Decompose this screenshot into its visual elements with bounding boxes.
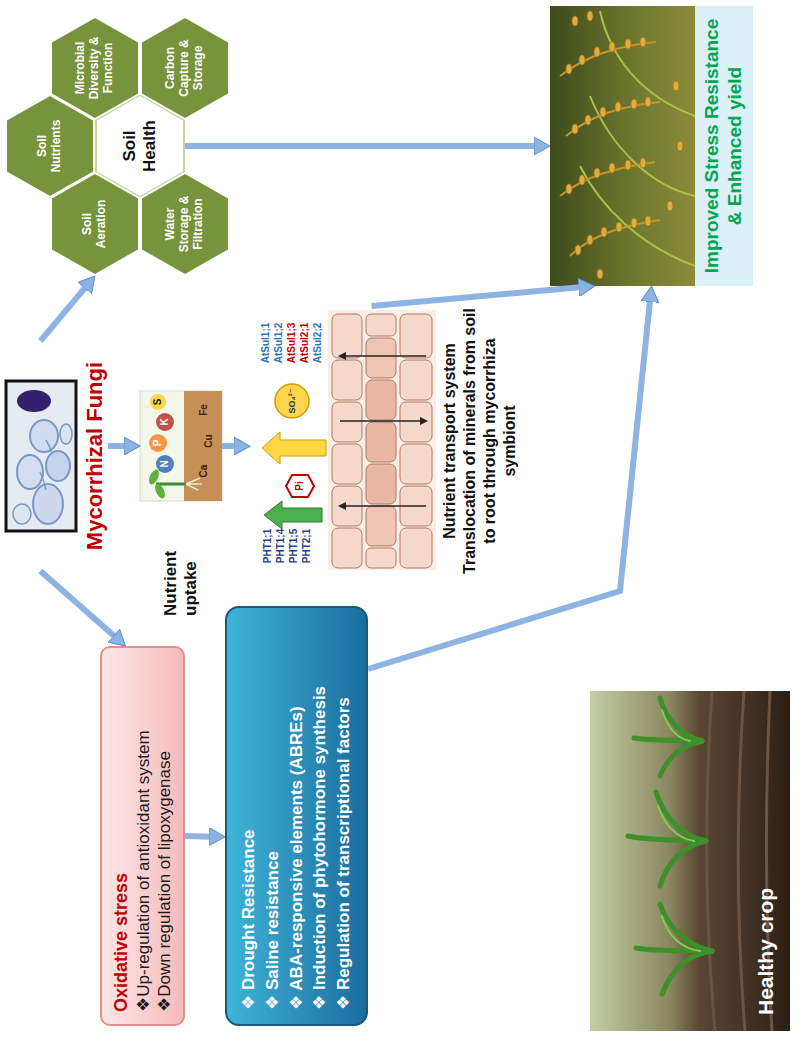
flow-arrow xyxy=(185,143,538,149)
node-text: Microbial Diversity & Function xyxy=(74,35,115,101)
flow-arrow xyxy=(222,443,238,449)
node-text: Mycorrhizal Fungi xyxy=(82,341,108,571)
soil-factor-hexagon: Microbial Diversity & Function xyxy=(50,16,140,120)
node-text: Soil Nutrients xyxy=(36,113,64,179)
nutrient-symbol: Cu xyxy=(204,434,214,447)
transporter-label: PHT1;5 xyxy=(289,529,299,563)
transporter-label: PHT1;4 xyxy=(276,529,286,563)
flow-arrow xyxy=(185,833,213,840)
node-text: Translocation of minerals from soil to r… xyxy=(460,306,520,576)
node-text: ❖ Saline resistance xyxy=(261,622,285,1010)
uptake-node: Nutrient uptake xyxy=(140,386,222,616)
node-text: ❖ Drought Resistance xyxy=(237,622,261,1010)
crop-photo-node: Healthy crop xyxy=(590,691,790,1031)
flow-arrow xyxy=(108,443,128,449)
node-text: Water Storage & Filtration xyxy=(164,191,205,257)
transporter-label: PHT2;1 xyxy=(302,529,312,563)
node-text: ❖ Induction of phytohormone synthesis xyxy=(308,622,332,1010)
soil-factor-hexagon: Water Storage & Filtration xyxy=(140,172,230,276)
nutrient-symbol: K xyxy=(160,418,170,425)
node-text: Soil Aeration xyxy=(81,191,109,257)
transporter-label: PHT1;1 xyxy=(263,529,273,563)
ion-label: Pi xyxy=(295,481,305,490)
transporter-label: AtSul1;1 xyxy=(261,323,271,364)
node-text: Oxidative stress xyxy=(110,660,133,1012)
fungi-micrograph xyxy=(6,381,76,531)
transporter-label: AtSul2;1 xyxy=(300,323,310,364)
nutrient-symbol: Fe xyxy=(199,404,209,416)
healthy-crop-photo xyxy=(590,691,790,1031)
hexagon-shape xyxy=(51,17,139,119)
node-text: Nutrient transport system xyxy=(440,306,460,576)
transport-node: Nutrient transport systemTranslocation o… xyxy=(250,306,520,576)
nutrient-symbol: N xyxy=(160,460,170,467)
node-text: ❖ Regulation of transcriptional factors xyxy=(332,622,356,1010)
nutrient-symbol: P xyxy=(153,440,163,447)
node-text: Carbon Capture & Storage xyxy=(164,35,205,101)
node-text: ❖Down regulation of lipoxygenase xyxy=(154,660,175,1012)
resistance-box: ❖ Drought Resistance❖ Saline resistance❖… xyxy=(225,606,368,1026)
stress-box: Oxidative stress❖Up-regulation of antiox… xyxy=(100,646,185,1026)
node-text: ❖Up-regulation of antioxidant system xyxy=(133,660,154,1012)
nutrient-symbol: Ca xyxy=(199,465,209,478)
hexagon-shape xyxy=(141,17,229,119)
nutrient-symbol: S xyxy=(153,399,163,406)
transporter-label: AtSul2;2 xyxy=(313,323,323,364)
node-text: Soil Health xyxy=(120,111,159,181)
node-text: Improved Stress Resistance & Enhanced yi… xyxy=(695,6,753,286)
node-text: Nutrient uptake xyxy=(161,516,202,616)
flow-arrow xyxy=(40,285,87,341)
flow-arrow xyxy=(40,571,116,638)
hexagon-shape xyxy=(141,173,229,275)
transporter-label: AtSul1;2 xyxy=(274,323,284,364)
soil-factor-hexagon: Carbon Capture & Storage xyxy=(140,16,230,120)
flow-arrow xyxy=(368,298,650,669)
fungi-node: Mycorrhizal Fungi xyxy=(4,341,108,571)
rice-harvest-photo xyxy=(550,6,695,286)
flow-arrow xyxy=(372,287,583,306)
root-transport-picture xyxy=(262,310,436,570)
outcome-node: Improved Stress Resistance & Enhanced yi… xyxy=(550,6,753,286)
ion-label: SO₄²⁻ xyxy=(288,388,297,413)
nutrient-uptake-picture xyxy=(140,391,222,501)
node-text: Healthy crop xyxy=(753,707,778,1015)
picture-space xyxy=(140,392,222,504)
node-text: ❖ ABA-responsive elements (ABREs) xyxy=(285,622,309,1010)
transporter-label: AtSul1;3 xyxy=(287,323,297,364)
